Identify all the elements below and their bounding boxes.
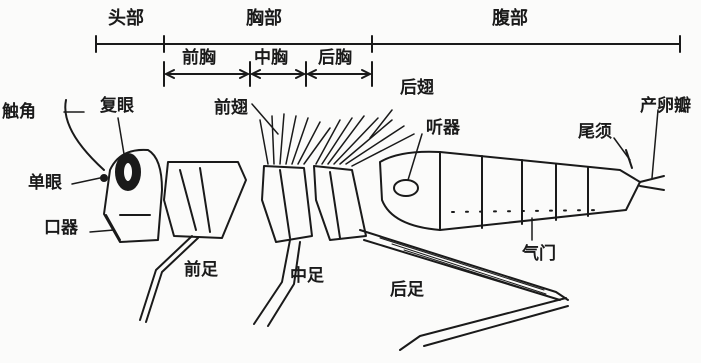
label-hindwing: 后翅 [400,80,434,97]
label-compound-eye: 复眼 [100,98,134,115]
label-tympanum: 听器 [426,120,460,137]
label-mouthparts: 口器 [44,220,78,237]
antenna-line [65,100,104,170]
label-hindleg: 后足 [390,282,424,299]
leader-lines [64,104,658,240]
legs [140,230,568,350]
label-ocellus: 单眼 [28,175,62,192]
wing-veins [260,114,414,166]
label-cercus: 尾须 [578,124,612,141]
label-antenna: 触角 [2,104,36,121]
abdomen [380,150,664,230]
mid-thorax [262,166,366,242]
head [65,100,162,242]
label-spiracle: 气门 [522,246,556,263]
prothorax [164,162,246,238]
label-prothorax: 前胸 [182,50,216,67]
label-mesothorax: 中胸 [254,50,288,67]
label-ovipositor: 产卵瓣 [640,98,691,115]
label-metathorax: 后胸 [318,50,352,67]
label-thorax: 胸部 [246,10,282,28]
label-forewing: 前翅 [214,100,248,117]
label-head: 头部 [108,10,144,28]
label-foreleg: 前足 [184,262,218,279]
label-midleg: 中足 [290,268,324,285]
label-abdomen: 腹部 [492,10,528,28]
